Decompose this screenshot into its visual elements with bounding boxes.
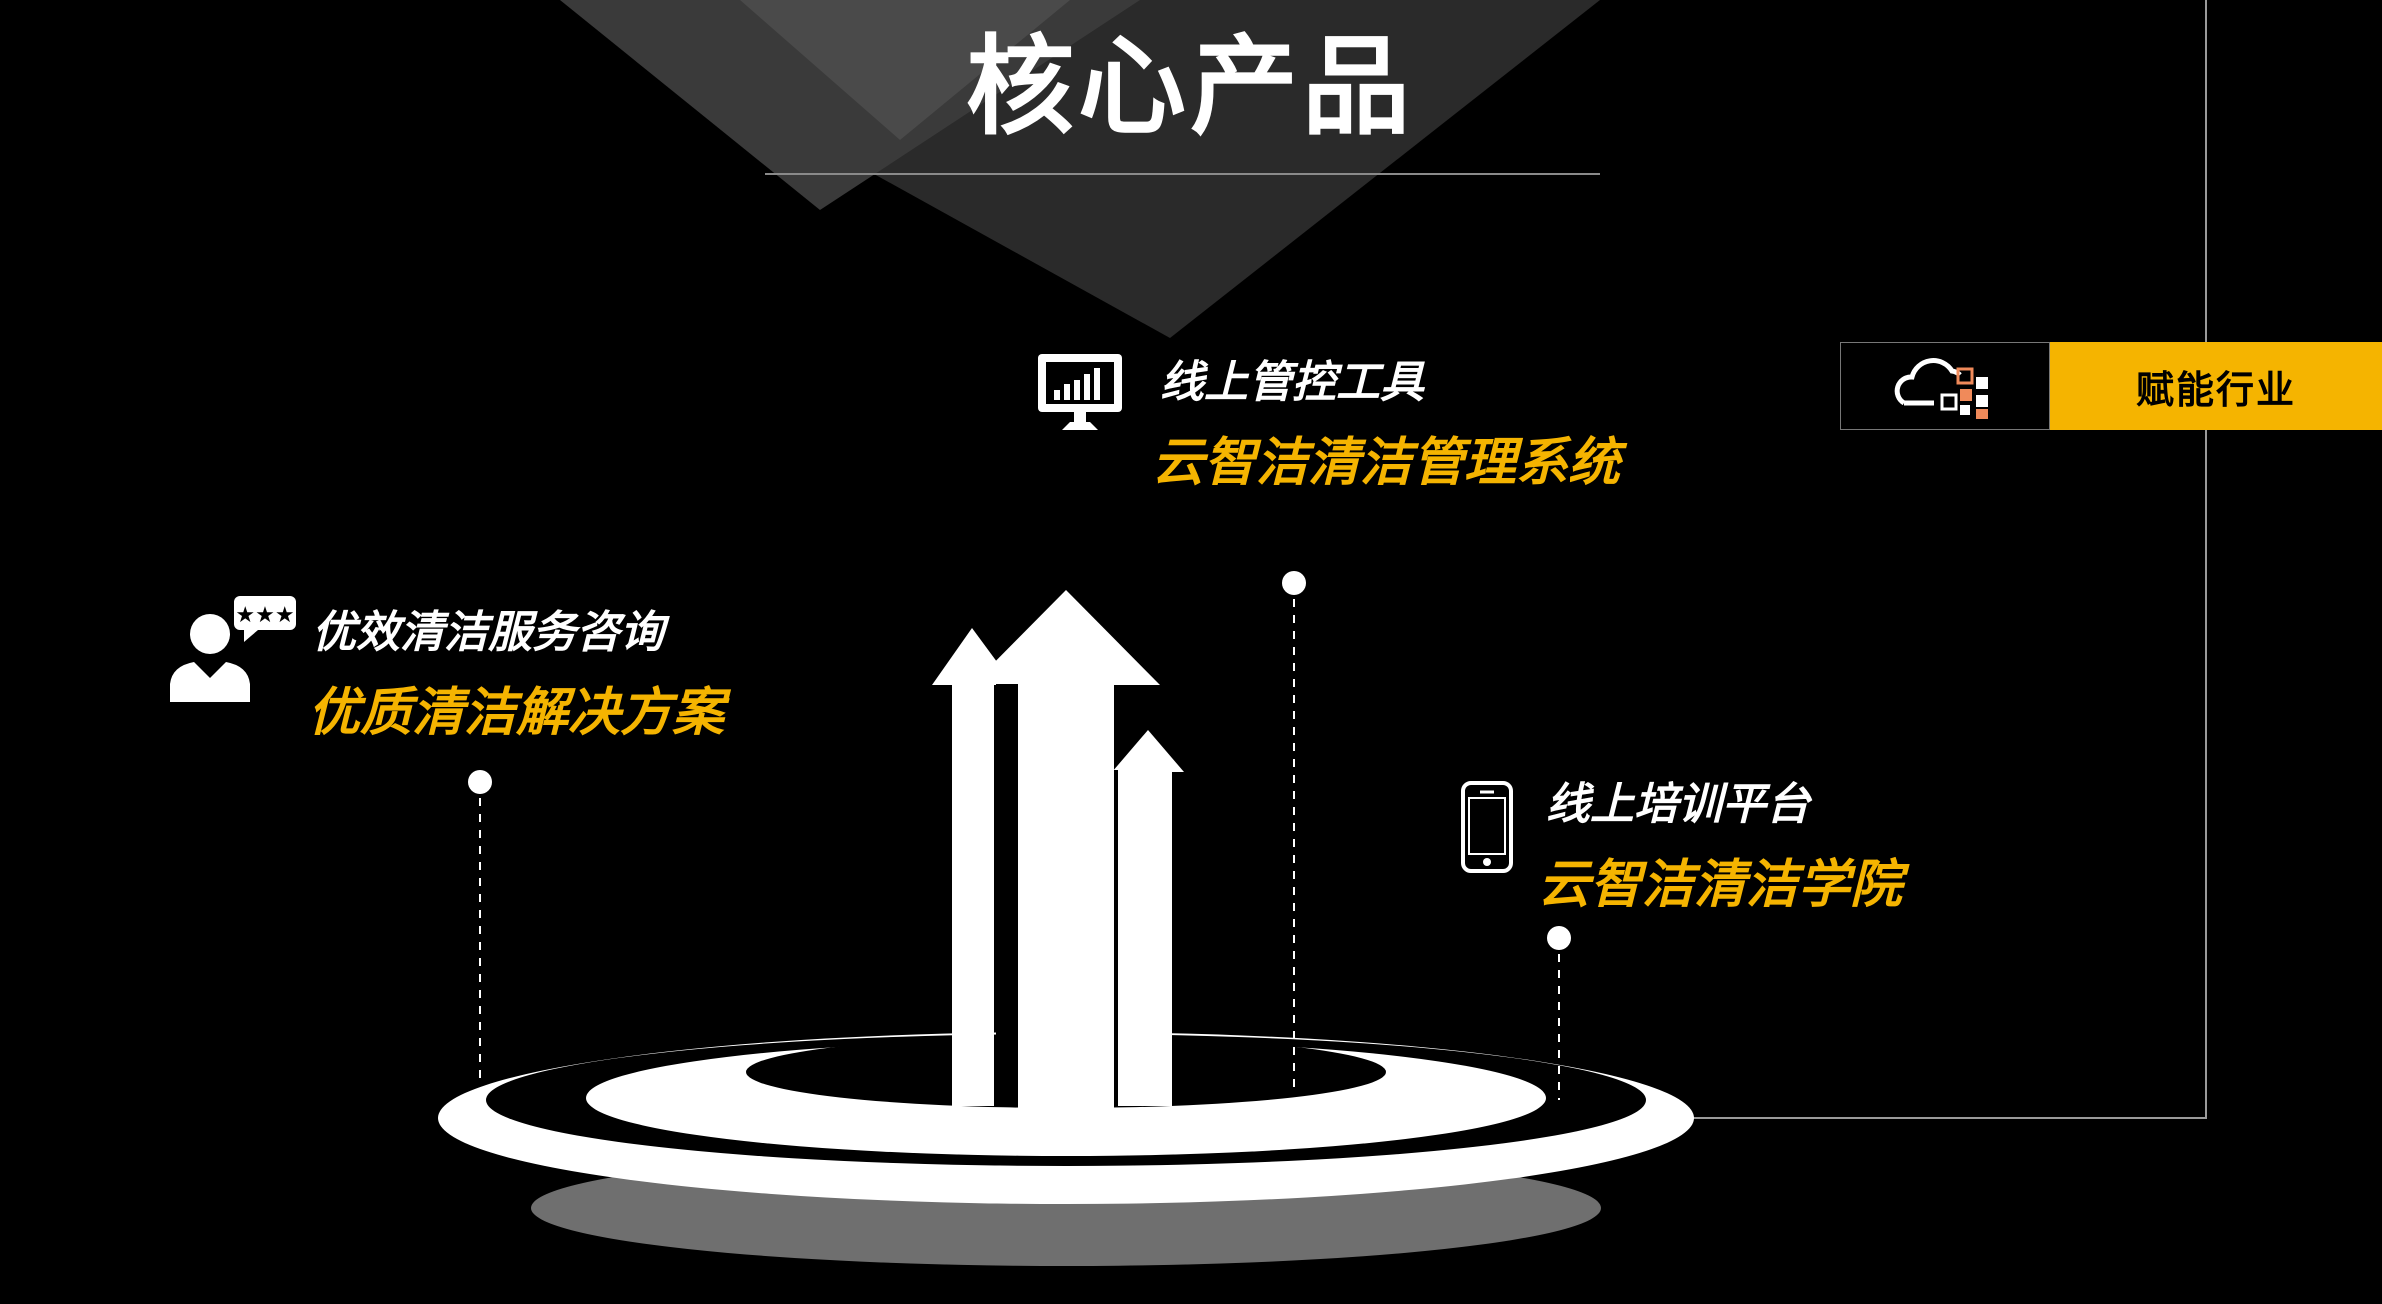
- product-3-name: 云智洁清洁学院: [1538, 855, 1903, 915]
- growth-arrows-icon: [932, 590, 1184, 1154]
- arrow-large-shaft: [1018, 684, 1114, 1154]
- arrow-medium-shaft: [1118, 770, 1172, 1106]
- frame-line: [1690, 0, 2207, 1119]
- product-3-subtitle: 线上培训平台: [1546, 779, 1810, 830]
- connector-dot-right: [1547, 926, 1571, 950]
- product-2-subtitle: 优效清洁服务咨询: [312, 607, 664, 658]
- connector-dot-center: [1282, 571, 1306, 595]
- arrow-gap-left: [996, 684, 1018, 1106]
- arrow-small-shaft: [952, 684, 994, 1106]
- monitor-chart-icon: [1038, 354, 1122, 430]
- arrow-medium-head: [1112, 730, 1184, 772]
- industry-badge: 赋能行业: [1840, 342, 2382, 430]
- svg-text:★★★: ★★★: [235, 603, 294, 628]
- decor-triangle-highlight: [740, 0, 1070, 140]
- product-1-subtitle: 线上管控工具: [1160, 357, 1424, 408]
- connector-dot-left: [468, 770, 492, 794]
- badge-label: 赋能行业: [2050, 342, 2382, 430]
- smartphone-icon: [1461, 781, 1513, 873]
- product-2-name: 优质清洁解决方案: [308, 683, 725, 743]
- person-chat-icon: ★★★: [170, 596, 296, 702]
- badge-icon-box: [1840, 342, 2050, 430]
- arrow-gap-right: [1114, 770, 1118, 1106]
- arrow-large-head: [972, 590, 1160, 685]
- page-title: 核心产品: [965, 25, 1414, 150]
- cloud-blocks-icon: [1894, 358, 1988, 419]
- product-1-name: 云智洁清洁管理系统: [1152, 433, 1621, 493]
